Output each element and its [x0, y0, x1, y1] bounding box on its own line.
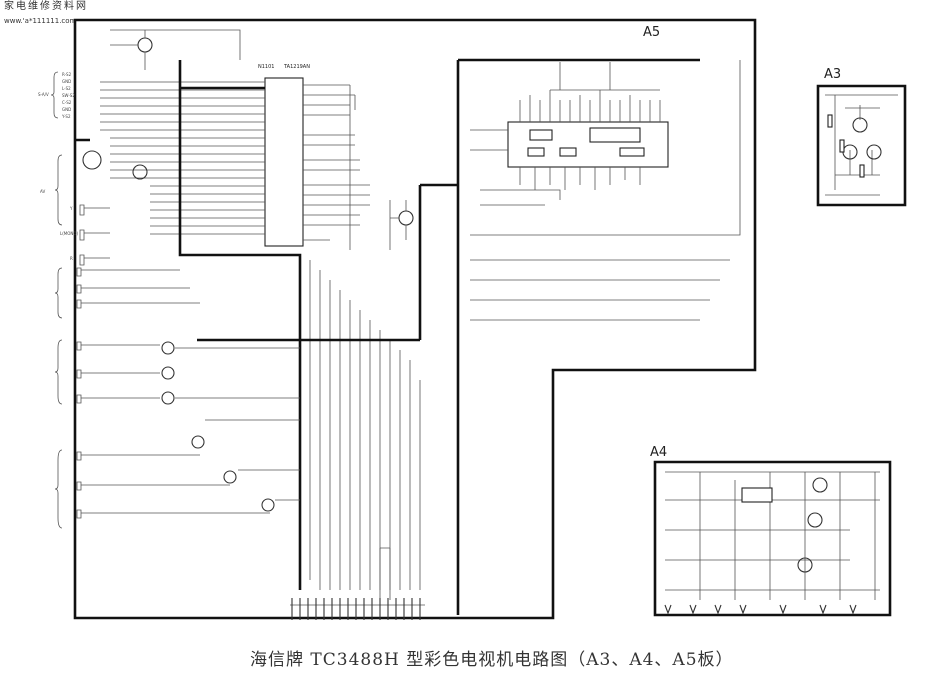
a3-board-outline [816, 84, 907, 207]
watermark-url: www.'a*111111.com [4, 17, 77, 25]
s-av-pin: SW-S2 [62, 93, 75, 98]
jack-label: Y [69, 206, 73, 211]
s-av-label: S-A/V [38, 92, 49, 97]
main-ic-n1101: N1101 TA1219AN [258, 64, 310, 247]
a4-board-label: A4 [650, 445, 667, 460]
watermark-site-name: 家电维修资料网 [4, 1, 88, 12]
jack-groups-lower [54, 267, 300, 529]
a5-board-outline [73, 18, 757, 620]
jack-group-1: Y L(MONO) R [60, 204, 110, 266]
s-av-pin: C-S2 [62, 100, 72, 105]
s-av-pin: L-S2 [62, 86, 71, 91]
bus-lines [75, 58, 700, 615]
main-ic-part: TA1219AN [283, 64, 310, 70]
a5-video-ic [470, 60, 741, 321]
s-av-pin: GND [62, 79, 71, 84]
s-av-pin: GND [62, 107, 71, 112]
s-av-connector: S-A/V R-S2 GND L-S2 SW-S2 C-S2 GND Y-S2 [38, 71, 75, 119]
transistor-v1 [389, 200, 414, 250]
av-label: AV [40, 189, 45, 194]
a4-circuit [664, 471, 880, 615]
s-av-pin: R-S2 [62, 72, 72, 77]
diagram-title: 海信牌 TC3488H 型彩色电视机电路图（A3、A4、A5板） [250, 650, 734, 670]
jack-label: L(MONO) [60, 231, 79, 236]
top-transistor [110, 29, 241, 70]
av-connector: AV [40, 150, 148, 226]
bottom-connector [290, 547, 425, 620]
a4-board-outline [653, 460, 892, 617]
a3-circuit [825, 94, 898, 196]
a5-board-label: A5 [643, 25, 660, 40]
main-ic-pin-wiring [100, 81, 421, 590]
jack-label: R [70, 256, 73, 261]
main-ic-ref: N1101 [258, 64, 274, 70]
s-av-pin: Y-S2 [61, 114, 71, 119]
a3-board-label: A3 [824, 67, 841, 82]
